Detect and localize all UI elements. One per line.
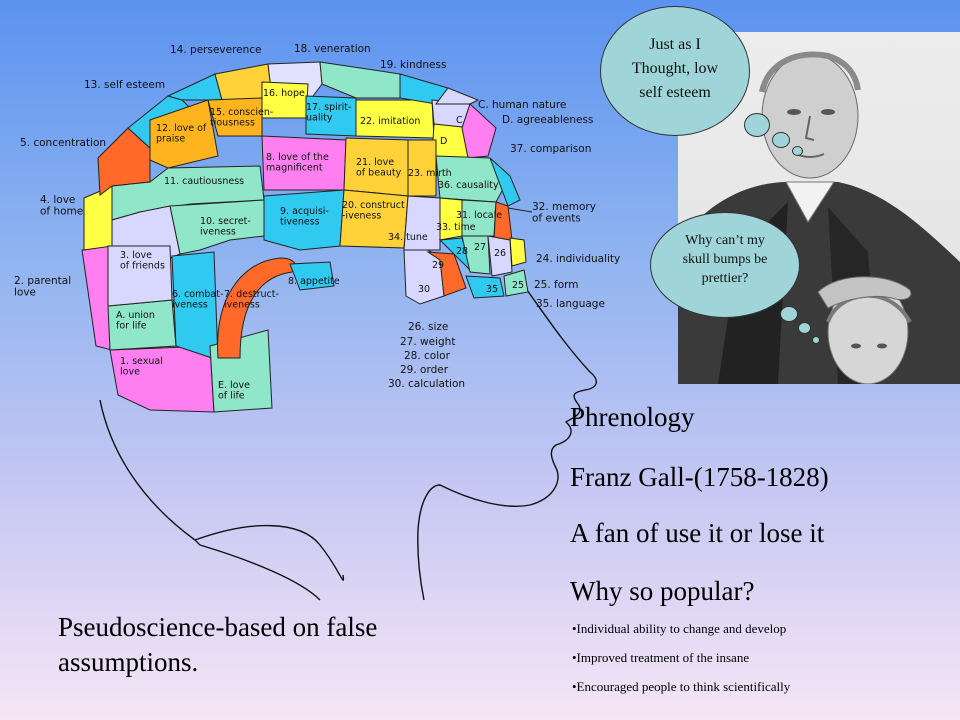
label-region-29: 29 xyxy=(432,260,444,271)
slide-title: Phrenology xyxy=(570,402,695,432)
label-calculation: 30. calculation xyxy=(388,378,465,390)
why-popular-question: Why so popular? xyxy=(570,576,755,606)
region-comparison-edge xyxy=(489,157,521,207)
thought-bubble-top: Just as I Thought, low self esteem xyxy=(600,6,750,136)
bullet-item: •Improved treatment of the insane xyxy=(572,650,750,665)
label-time: 33. time xyxy=(436,222,476,233)
bullet-item: •Encouraged people to think scientifical… xyxy=(572,679,791,694)
thought-bubble-top-text: Just as I Thought, low self esteem xyxy=(631,36,719,101)
label-appetite: 8. appetite xyxy=(288,276,340,287)
pseudoscience-caption: Pseudoscience-based on false assumptions… xyxy=(58,610,458,680)
region-memory-edge xyxy=(493,201,513,241)
thought-bubble-bottom-text: Why can’t my skull bumps be prettier? xyxy=(682,233,768,286)
label-spirituality: 17. spirit-uality xyxy=(306,102,351,123)
region-love-of-home xyxy=(83,185,113,251)
leader-line xyxy=(507,207,533,213)
label-perseverence: 14. perseverence xyxy=(170,44,262,56)
label-mirth: 23. mirth xyxy=(408,168,452,179)
label-color: 28. color xyxy=(404,350,451,362)
label-imitation: 22. imitation xyxy=(360,116,420,127)
region-d-right xyxy=(461,103,497,159)
label-region-35: 35 xyxy=(486,284,498,295)
region-weight-27 xyxy=(461,235,491,275)
label-secretiveness: 10. secret-iveness xyxy=(200,216,251,237)
region-size-26 xyxy=(487,235,513,277)
label-veneration: 18. veneration xyxy=(294,43,371,55)
region-causality xyxy=(435,155,509,203)
label-human-nature: C. human nature xyxy=(478,99,566,111)
label-language: 35. language xyxy=(536,298,605,310)
label-locale: 31. locale xyxy=(456,210,502,221)
label-concentration: 5. concentration xyxy=(20,137,106,149)
person-name-dates: Franz Gall-(1758-1828) xyxy=(570,462,829,492)
label-form: 25. form xyxy=(534,279,579,291)
head-back-outline xyxy=(194,524,345,581)
region-perseverence xyxy=(166,73,223,101)
label-weight: 27. weight xyxy=(400,336,455,348)
region-labels: 14. perseverence 18. veneration 19. kind… xyxy=(14,43,620,401)
head-outline xyxy=(99,289,597,601)
label-hope: 16. hope xyxy=(263,88,305,99)
caption-line: assumptions. xyxy=(58,647,199,677)
use-it-or-lose-it: A fan of use it or lose it xyxy=(570,518,825,548)
label-acquisitiveness: 9. acquisi-tiveness xyxy=(280,206,329,227)
region-acquisitiveness xyxy=(263,189,345,251)
thought-dot-2-tiny xyxy=(812,336,820,344)
label-individuality: 24. individuality xyxy=(536,253,620,265)
label-d-mark: D xyxy=(440,136,447,147)
label-c-mark: C xyxy=(456,115,463,126)
label-region-27: 27 xyxy=(474,242,486,253)
region-tune xyxy=(403,195,441,251)
thought-dot-large xyxy=(744,113,770,137)
label-agreeableness: D. agreeableness xyxy=(502,114,593,126)
thought-dot-2-medium xyxy=(780,306,798,322)
region-individuality xyxy=(509,237,527,267)
caption-line: Pseudoscience-based on false xyxy=(58,612,378,642)
thought-dot-small xyxy=(792,146,803,156)
label-region-25: 25 xyxy=(512,280,524,291)
region-kindness xyxy=(319,61,401,99)
label-constructiveness: 20. construct-iveness xyxy=(342,200,405,221)
region-mirth xyxy=(407,139,437,197)
label-self-esteem: 13. self esteem xyxy=(84,79,165,91)
thought-bubble-bottom: Why can’t my skull bumps be prettier? xyxy=(650,212,800,318)
label-region-30: 30 xyxy=(418,284,430,295)
label-region-28: 28 xyxy=(456,246,468,257)
label-comparison: 37. comparison xyxy=(510,143,591,155)
thought-dot-medium xyxy=(772,132,790,148)
label-destructiveness: 7. destruct-iveness xyxy=(224,289,279,310)
label-conscientiousness: 15. conscien-tiousness xyxy=(210,107,273,128)
bullet-item: •Individual ability to change and develo… xyxy=(572,621,787,636)
thought-dot-2-small xyxy=(798,322,811,334)
region-love-of-friends xyxy=(107,245,173,307)
region-love-of-praise xyxy=(149,99,219,169)
label-causality: 36. causality xyxy=(438,180,499,191)
label-region-26: 26 xyxy=(494,248,506,259)
label-order: 29. order xyxy=(400,364,449,376)
label-cautiousness: 11. cautiousness xyxy=(164,176,244,187)
franz-gall-portrait xyxy=(678,32,960,384)
region-order-29 xyxy=(426,251,467,297)
label-combativeness: 6. combat-iveness xyxy=(172,289,223,310)
region-appetite xyxy=(289,261,335,291)
label-kindness: 19. kindness xyxy=(380,59,446,71)
label-size: 26. size xyxy=(408,321,448,333)
region-destructiveness xyxy=(217,257,297,359)
label-tune: 34. tune xyxy=(388,232,428,243)
region-language-35 xyxy=(465,275,505,299)
region-form-25 xyxy=(503,269,529,297)
